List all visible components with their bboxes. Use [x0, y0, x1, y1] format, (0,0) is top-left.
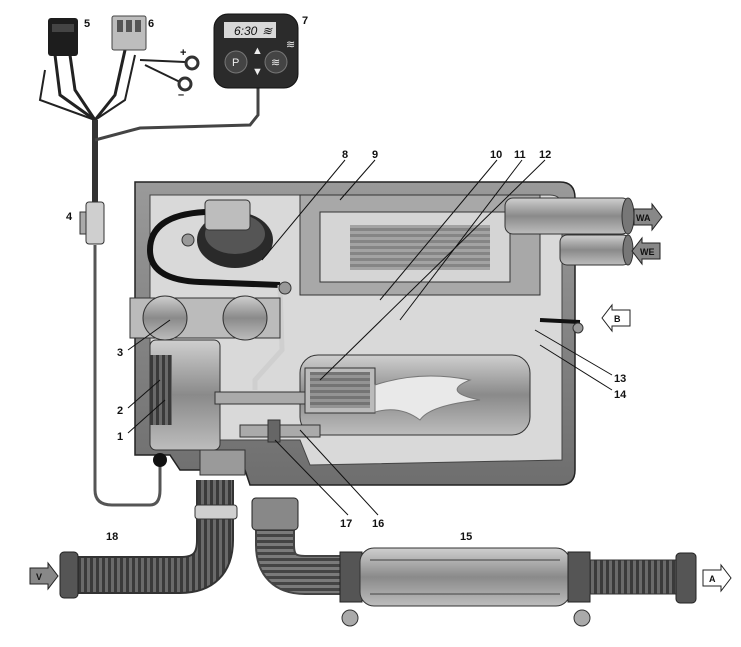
callout-2: 2	[117, 405, 123, 417]
callout-7: 7	[302, 15, 308, 27]
arrow-exhaust-label: A	[709, 574, 716, 584]
arrow-fuel-label: B	[614, 314, 621, 324]
callout-6: 6	[148, 18, 154, 30]
brand-icon: ≋	[286, 39, 295, 51]
callout-16: 16	[372, 518, 384, 530]
controller-time: 6:30	[234, 24, 258, 38]
callout-5: 5	[84, 18, 90, 30]
fuel-inlet	[539, 318, 584, 334]
controller-lcd	[224, 22, 276, 38]
callout-11: 11	[514, 149, 526, 161]
arrow-water-out-label: WA	[636, 213, 651, 223]
wiring-harness	[38, 49, 260, 507]
heat-button[interactable]	[264, 50, 288, 74]
combustion-air-blower	[129, 295, 281, 476]
callout-13: 13	[614, 373, 626, 385]
p-button-label: P	[232, 57, 239, 69]
plus-terminal-label: +	[180, 47, 186, 59]
arrow-air-in-label: V	[36, 572, 42, 582]
callout-8: 8	[342, 149, 348, 161]
callout-3: 3	[117, 347, 123, 359]
ring-terminals	[177, 55, 200, 92]
connector-5	[48, 18, 78, 56]
combustion-chamber	[214, 354, 531, 443]
water-pipes	[504, 197, 635, 266]
callout-9: 9	[372, 149, 378, 161]
air-intake-hose	[59, 480, 238, 599]
arrow-water-out: WA	[633, 202, 663, 232]
down-arrow-icon[interactable]: ▼	[252, 66, 263, 78]
callout-14: 14	[614, 389, 627, 401]
connector-6	[111, 15, 147, 51]
exhaust-system	[251, 497, 697, 627]
leader-lines	[127, 159, 613, 516]
arrow-air-in: V	[29, 561, 59, 591]
arrow-fuel: B	[601, 303, 631, 333]
timer-controller: 6:30 ≋ P ≋ ▲ ▼ ≋	[213, 13, 299, 89]
callout-18: 18	[106, 531, 118, 543]
fuel-pump-assembly	[146, 199, 292, 390]
callout-1: 1	[117, 431, 123, 443]
exhaust-silencer	[359, 547, 571, 607]
callout-10: 10	[490, 149, 502, 161]
minus-terminal-label: –	[178, 89, 184, 101]
callout-4: 4	[66, 211, 73, 223]
callout-17: 17	[340, 518, 352, 530]
up-arrow-icon[interactable]: ▲	[252, 45, 263, 57]
p-button[interactable]	[224, 50, 248, 74]
arrow-water-in-label: WE	[640, 247, 655, 257]
inline-connector-4	[79, 201, 105, 245]
arrow-exhaust: A	[702, 563, 732, 593]
callout-15: 15	[460, 531, 472, 543]
callout-12: 12	[539, 149, 551, 161]
lcd-heat-icon: ≋	[262, 24, 273, 38]
arrow-water-in: WE	[631, 236, 661, 266]
heat-button-icon: ≋	[271, 57, 280, 69]
